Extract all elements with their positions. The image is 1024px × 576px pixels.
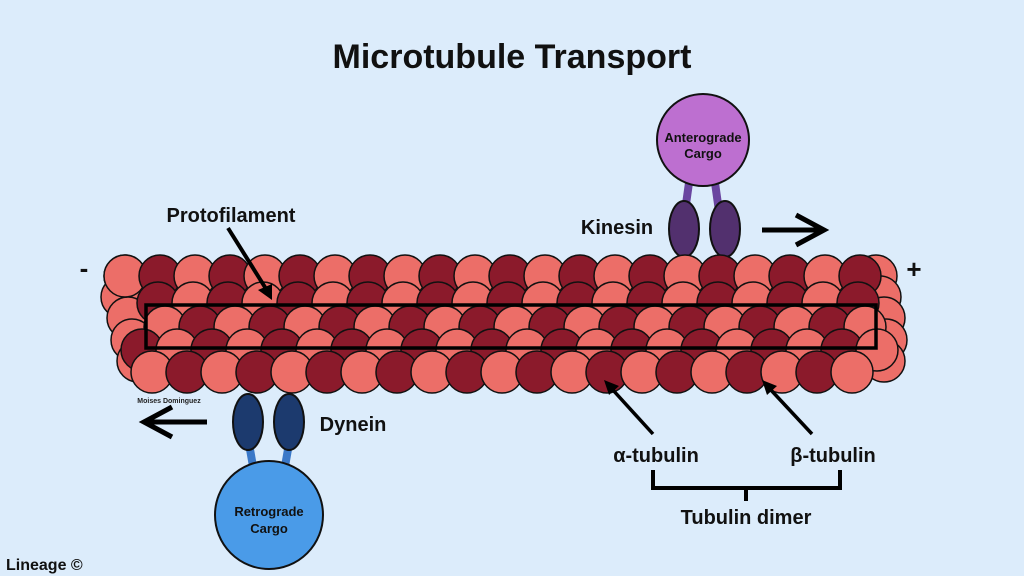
beta-tubulin-pointer-arrow-icon [762,380,814,436]
retrograde-arrow-icon [138,404,207,440]
beta-tubulin-label: β-tubulin [790,445,876,467]
anterograde-cargo-label-line2: Cargo [684,146,722,161]
dynein-head-right [273,393,305,451]
anterograde-cargo-circle [656,93,750,187]
minus-end-label: - [80,253,89,283]
anterograde-arrow-icon [762,212,830,248]
kinesin-head-left [668,200,700,258]
lineage-watermark: Lineage © [6,557,83,574]
alpha-tubulin-pointer-arrow-icon [604,380,655,436]
retrograde-cargo-label-line2: Cargo [250,521,288,536]
protofilament-label: Protofilament [167,205,296,227]
retrograde-cargo-circle [214,460,324,570]
beta-tubulin-subunit [830,350,874,394]
plus-end-label: + [906,254,921,284]
dynein-motor [232,393,305,471]
kinesin-label: Kinesin [581,217,653,239]
anterograde-cargo-label-line1: Anterograde [664,130,741,145]
tubulin-dimer-label: Tubulin dimer [681,507,812,529]
diagram-title: Microtubule Transport [333,38,692,76]
retrograde-cargo-label-line1: Retrograde [234,504,303,519]
kinesin-motor [668,181,741,258]
microtubule-lattice [100,254,908,394]
protofilament-highlight-box [144,303,878,350]
dynein-label: Dynein [320,414,387,436]
dynein-head-left [232,393,264,451]
tubulin-dimer-bracket [651,470,842,501]
retrograde-cargo: Retrograde Cargo [214,460,324,570]
kinesin-head-right [709,200,741,258]
author-credit: Moises Dominguez [137,398,201,405]
protofilament-pointer-arrow-icon [226,226,272,300]
alpha-tubulin-label: α-tubulin [613,445,699,467]
anterograde-cargo: Anterograde Cargo [656,93,750,187]
